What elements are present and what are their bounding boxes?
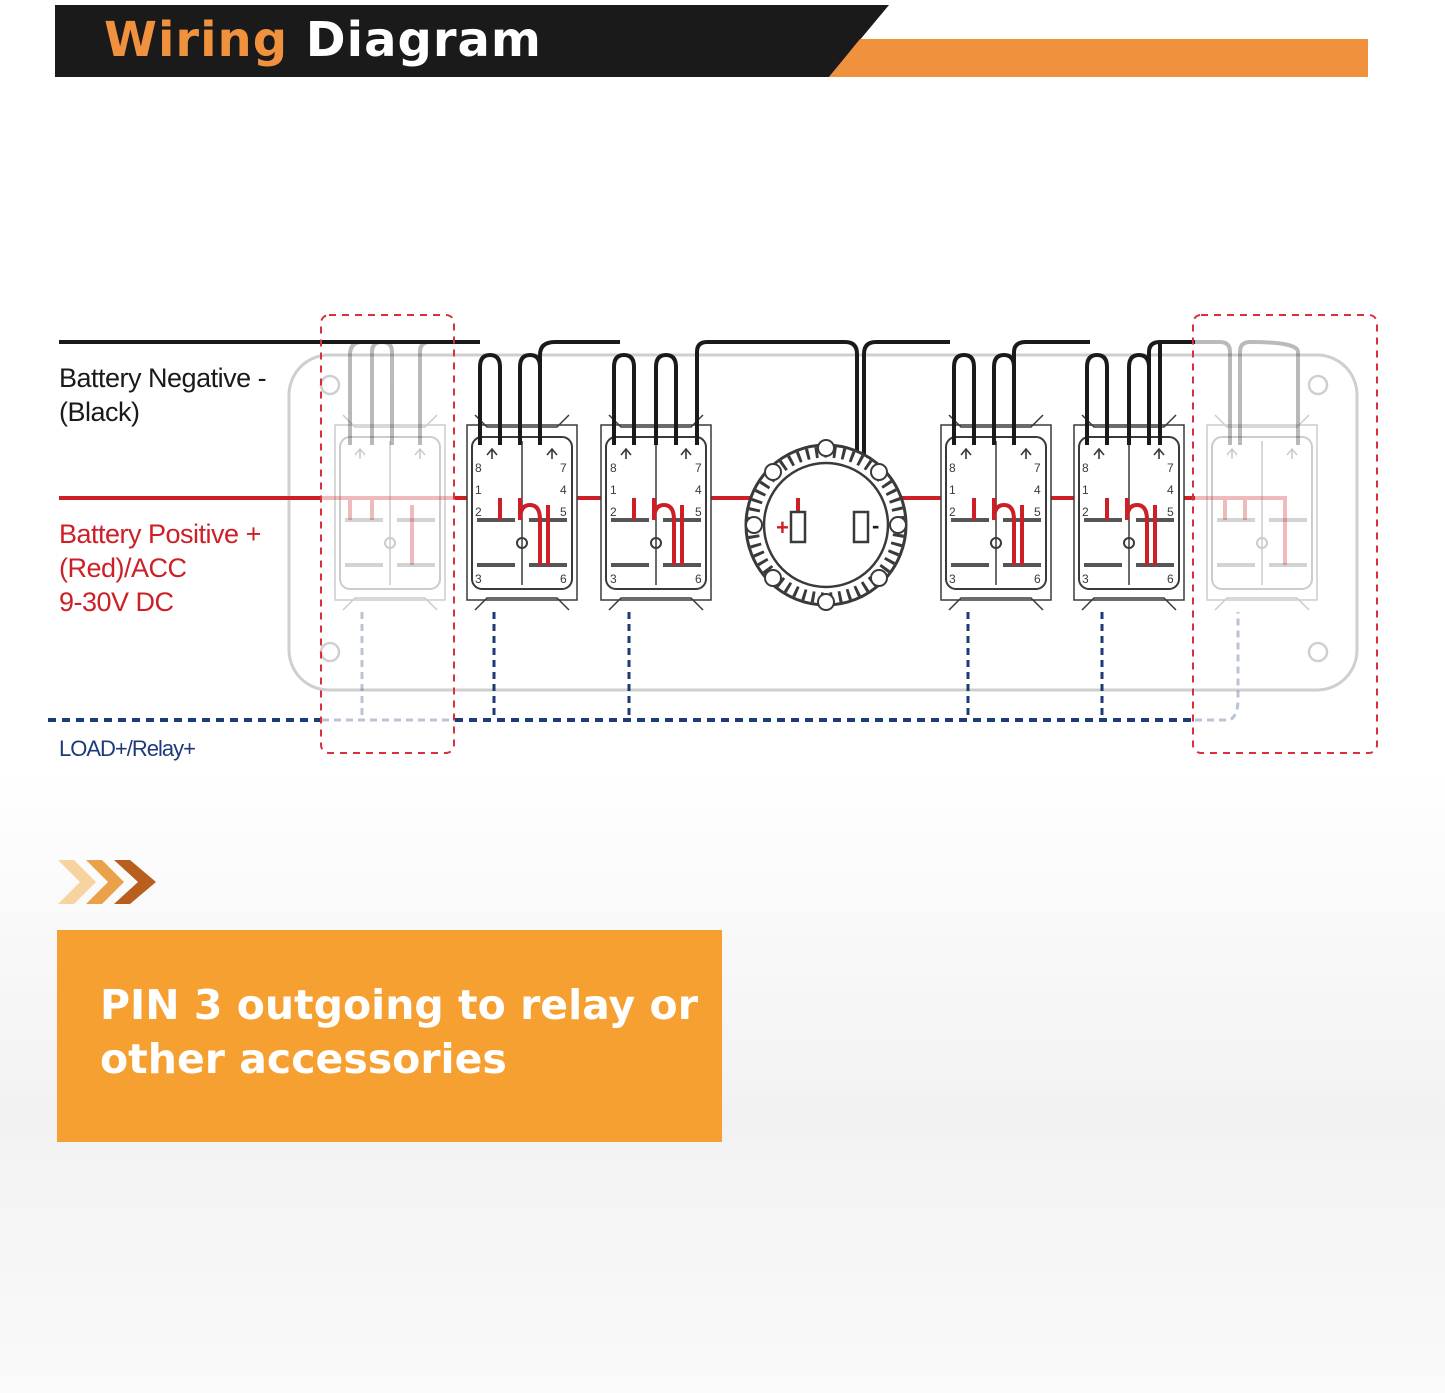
load-relay-label: LOAD+/Relay+ <box>59 736 196 761</box>
pin-label: 2 <box>949 505 956 519</box>
header-orange-bar <box>829 39 1368 77</box>
battery-negative-label: Battery Negative - (Black) <box>59 361 267 429</box>
battery-positive-line-2: (Red)/ACC <box>59 553 187 583</box>
battery-negative-line-1: Battery Negative - <box>59 363 267 393</box>
callout-text: PIN 3 outgoing to relay or other accessor… <box>100 978 700 1086</box>
pin-label: 7 <box>695 461 702 475</box>
pin-label: 6 <box>560 572 567 586</box>
voltmeter-minus-label: - <box>872 513 879 538</box>
pin-label: 4 <box>1167 483 1174 497</box>
pin-label: 5 <box>560 505 567 519</box>
voltmeter: + - <box>744 439 908 611</box>
pin-label: 3 <box>475 572 482 586</box>
negative-drops <box>322 340 1195 515</box>
voltmeter-plus-label: + <box>776 515 789 540</box>
title-word-wiring: Wiring <box>104 12 289 68</box>
pin-label: 3 <box>610 572 617 586</box>
pin-label: 5 <box>1034 505 1041 519</box>
mount-hole <box>1307 641 1329 663</box>
optional-position-box-left <box>320 314 455 754</box>
battery-negative-line-2: (Black) <box>59 397 140 427</box>
pin-label: 2 <box>610 505 617 519</box>
optional-wiring <box>322 339 1300 722</box>
positive-jumpers <box>498 498 1157 565</box>
pin3-drops <box>492 612 1104 720</box>
wiring-diagram: + - 8 7 1 4 2 5 3 6 8 7 1 4 2 5 3 <box>0 300 1445 780</box>
pin-label: 3 <box>949 572 956 586</box>
header-bars <box>55 5 1368 77</box>
pin-label: 2 <box>1082 505 1089 519</box>
mount-hole <box>1307 374 1329 396</box>
pin-label: 5 <box>1167 505 1174 519</box>
pin-label: 3 <box>1082 572 1089 586</box>
voltmeter-positive-terminal <box>789 510 807 544</box>
pin-numbers: 8 7 1 4 2 5 3 6 8 7 1 4 2 5 3 6 8 7 <box>475 461 1174 586</box>
pin-label: 7 <box>1034 461 1041 475</box>
wiring-diagram-svg: + - 8 7 1 4 2 5 3 6 8 7 1 4 2 5 3 <box>48 314 1378 754</box>
pin-label: 7 <box>560 461 567 475</box>
pin-label: 1 <box>1082 483 1089 497</box>
pin-label: 6 <box>1034 572 1041 586</box>
pin-label: 8 <box>1082 461 1089 475</box>
optional-position-box-right <box>1192 314 1378 754</box>
mount-hole <box>319 374 341 396</box>
pin-label: 8 <box>475 461 482 475</box>
triple-chevron-right-icon <box>58 860 156 904</box>
battery-positive-line-1: Battery Positive + <box>59 519 261 549</box>
panel-outline <box>287 353 1359 692</box>
battery-positive-label: Battery Positive + (Red)/ACC 9-30V DC <box>59 517 261 619</box>
pin-label: 1 <box>475 483 482 497</box>
header-dark-bar <box>55 5 889 77</box>
pin-label: 6 <box>1167 572 1174 586</box>
pin-label: 5 <box>695 505 702 519</box>
pin-label: 1 <box>949 483 956 497</box>
pin-label: 7 <box>1167 461 1174 475</box>
pin-label: 1 <box>610 483 617 497</box>
battery-positive-line-3: 9-30V DC <box>59 587 174 617</box>
voltmeter-negative-terminal <box>852 510 870 544</box>
page-title: Wiring Diagram <box>104 10 542 70</box>
callout-line-1: PIN 3 outgoing to relay or <box>100 981 698 1029</box>
pin-label: 4 <box>695 483 702 497</box>
pin-label: 6 <box>695 572 702 586</box>
pin-label: 2 <box>475 505 482 519</box>
mount-hole <box>319 641 341 663</box>
title-word-diagram: Diagram <box>305 12 542 68</box>
header-banner: Wiring Diagram <box>0 0 1445 90</box>
pin-label: 4 <box>560 483 567 497</box>
pin-label: 8 <box>610 461 617 475</box>
pin3-callout: PIN 3 outgoing to relay or other accessor… <box>57 930 722 1142</box>
pin-label: 4 <box>1034 483 1041 497</box>
pin-label: 8 <box>949 461 956 475</box>
callout-line-2: other accessories <box>100 1035 507 1083</box>
